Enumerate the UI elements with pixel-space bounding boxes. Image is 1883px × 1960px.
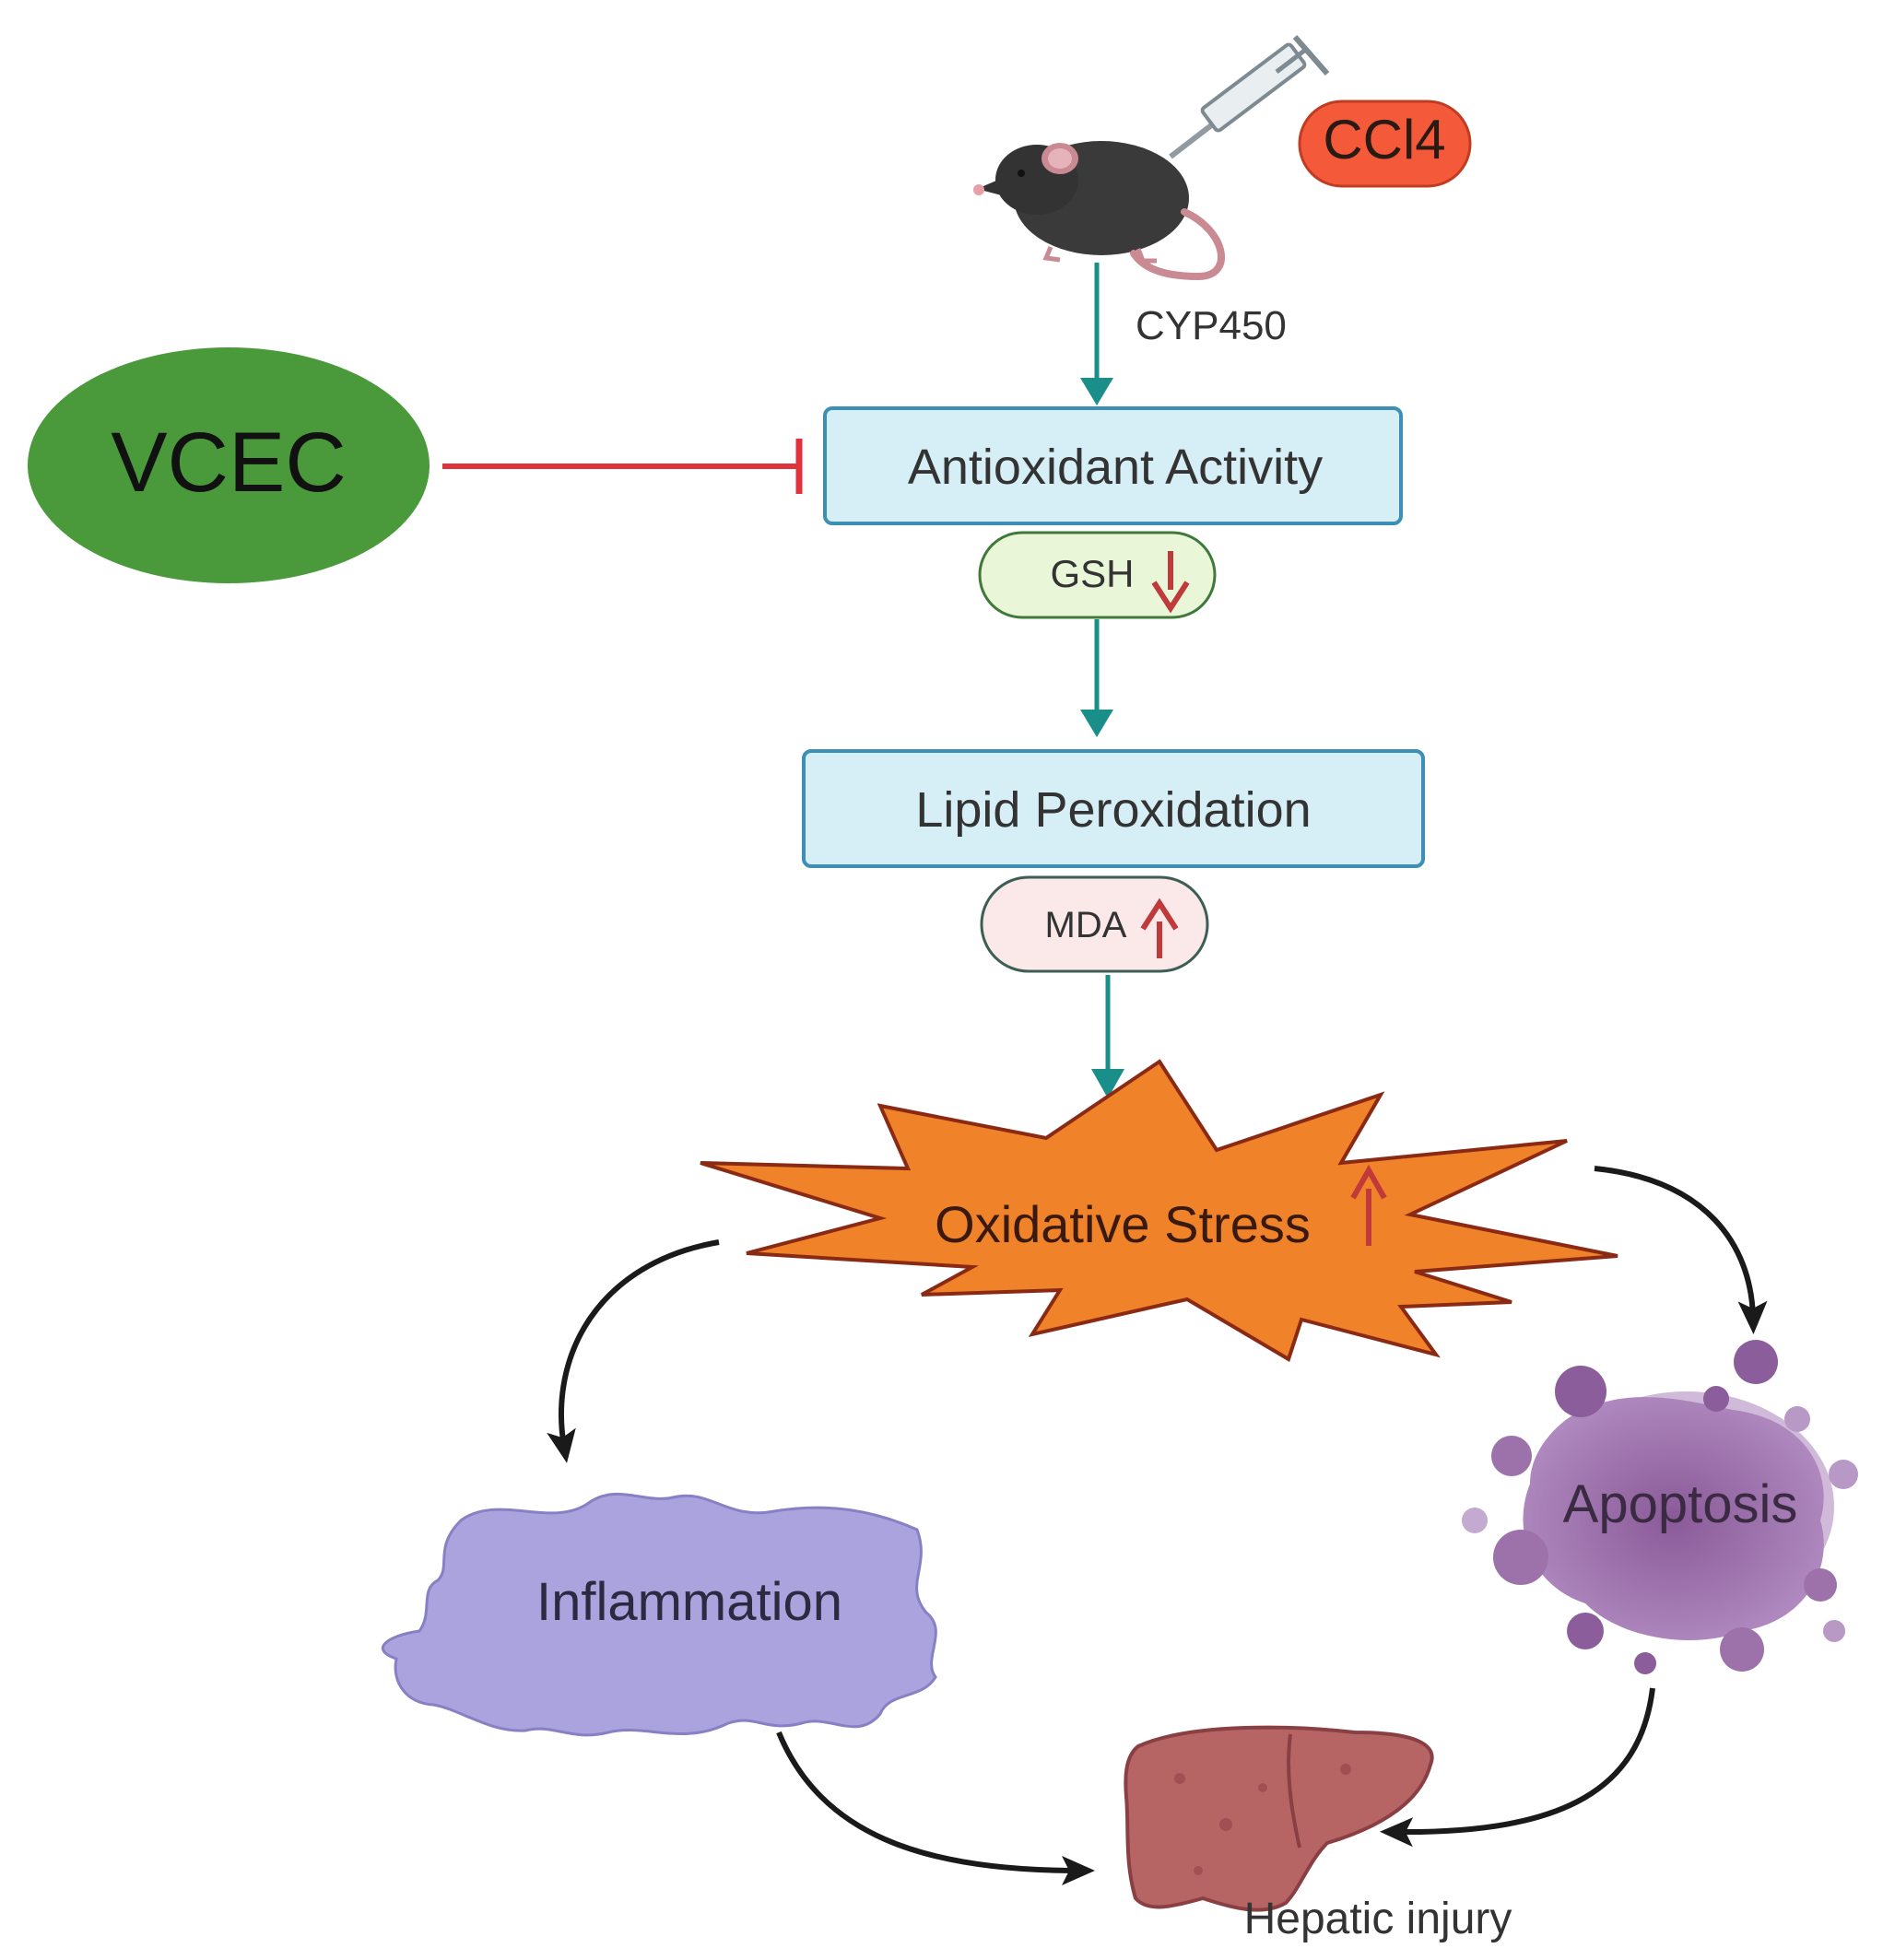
lipid-peroxidation-box: Lipid Peroxidation xyxy=(802,749,1425,868)
arrowhead xyxy=(1091,1069,1124,1098)
arrow-oxidative-stress-to-inflammation xyxy=(547,1239,720,1463)
antioxidant-activity-box: Antioxidant Activity xyxy=(823,406,1403,525)
vcec-node: VCEC xyxy=(28,347,430,583)
oxidative-stress-starburst: Oxidative Stress xyxy=(700,1059,1618,1362)
arrowhead xyxy=(1080,378,1113,405)
increase-arrow-icon xyxy=(1140,898,1179,958)
apoptosis-node: Apoptosis xyxy=(1462,1340,1858,1674)
cyp450-label: CYP450 xyxy=(1136,303,1287,348)
svg-text:CCl4: CCl4 xyxy=(1323,109,1445,170)
hepatic-injury-label: Hepatic injury xyxy=(1244,1895,1512,1943)
arrow-apoptosis-to-hepatic-injury xyxy=(1380,1687,1655,1848)
arrow-oxidative-stress-to-apoptosis xyxy=(1594,1166,1768,1334)
svg-text:Inflammation: Inflammation xyxy=(536,1572,842,1632)
decrease-arrow-icon xyxy=(1151,551,1190,614)
increase-arrow-icon xyxy=(1350,1164,1387,1246)
gsh-marker: GSH xyxy=(978,531,1217,619)
inhibition-arrow-vcec-to-antioxidant xyxy=(442,439,803,494)
arrow-inflammation-to-hepatic-injury xyxy=(776,1731,1095,1885)
inflammation-node: Inflammation xyxy=(382,1492,937,1737)
svg-text:Apoptosis: Apoptosis xyxy=(1563,1474,1798,1534)
svg-text:Lipid Peroxidation: Lipid Peroxidation xyxy=(915,782,1311,838)
svg-text:MDA: MDA xyxy=(1045,905,1127,945)
arrowhead xyxy=(1080,710,1113,737)
mouse-icon xyxy=(973,141,1226,281)
svg-text:VCEC: VCEC xyxy=(111,416,347,510)
svg-text:GSH: GSH xyxy=(1050,552,1134,595)
svg-text:Antioxidant Activity: Antioxidant Activity xyxy=(908,440,1323,495)
ccl4-label: CCl4 xyxy=(1298,100,1472,188)
liver-icon xyxy=(1124,1725,1434,1912)
syringe-icon xyxy=(1169,35,1330,159)
svg-text:Oxidative Stress: Oxidative Stress xyxy=(935,1195,1311,1253)
mda-marker: MDA xyxy=(980,875,1209,973)
